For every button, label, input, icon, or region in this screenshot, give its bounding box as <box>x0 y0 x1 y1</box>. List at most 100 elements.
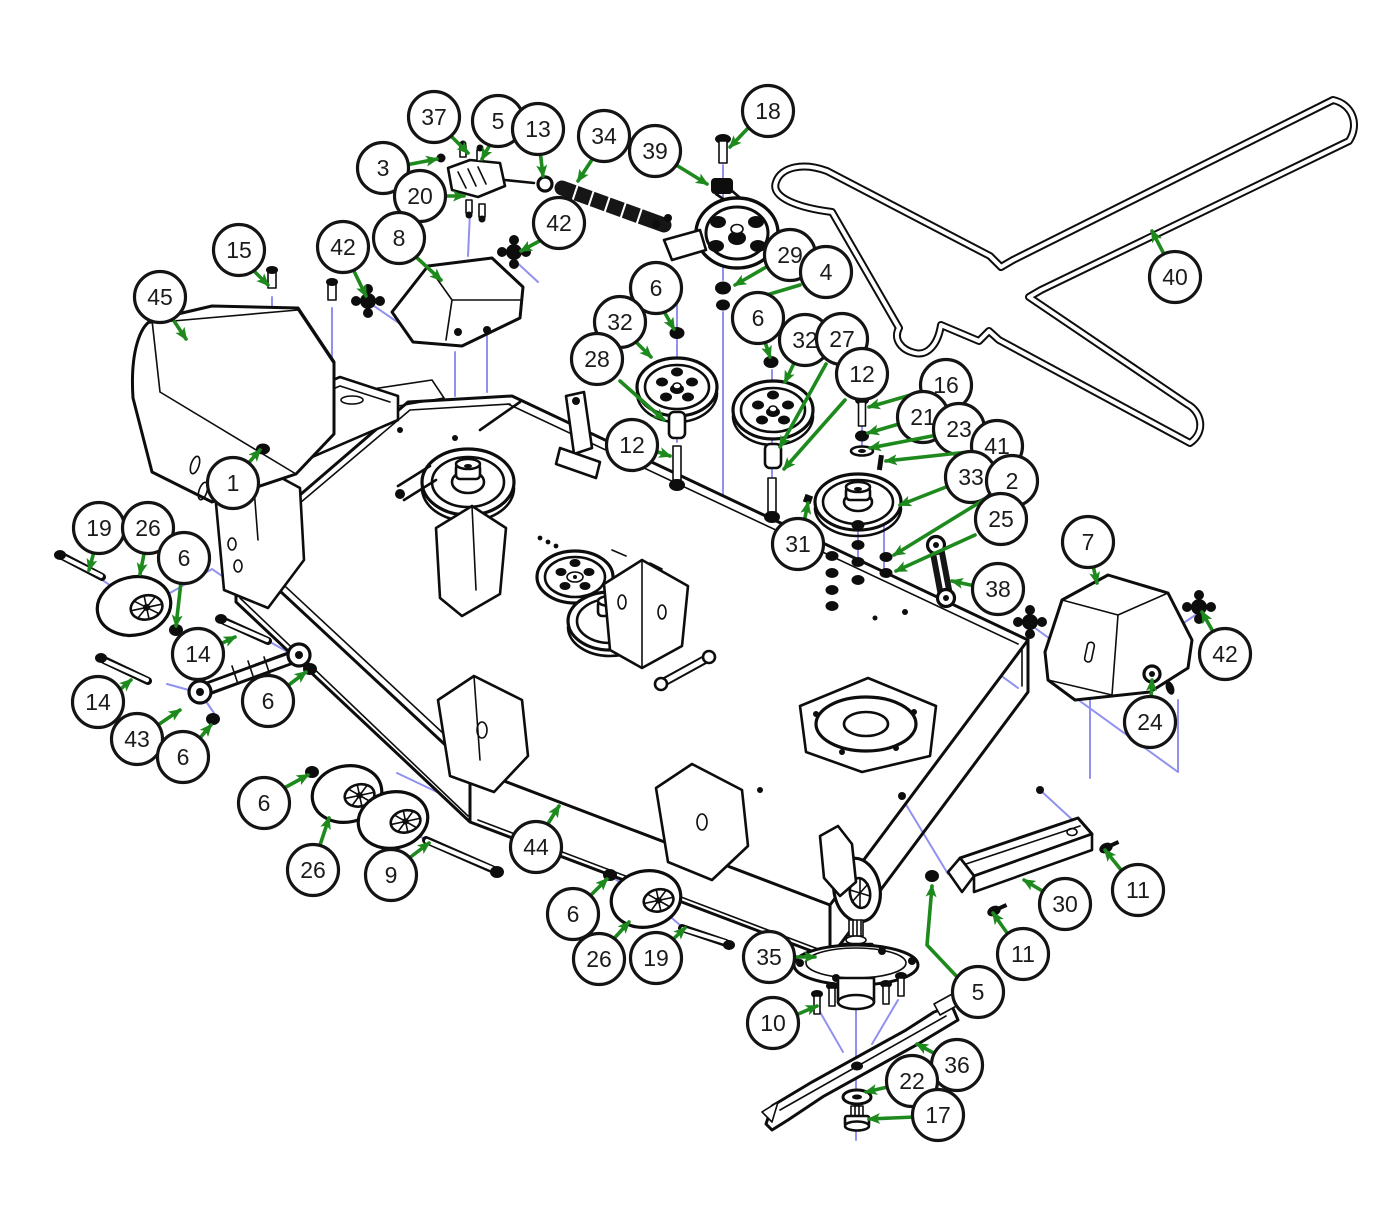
svg-text:43: 43 <box>124 726 150 752</box>
callout-8[interactable]: 8 <box>371 210 427 266</box>
svg-text:17: 17 <box>925 1102 951 1128</box>
callout-35[interactable]: 35 <box>741 929 797 985</box>
svg-text:14: 14 <box>85 689 111 715</box>
leader-arrow-17 <box>867 1113 917 1125</box>
svg-text:30: 30 <box>1052 891 1078 917</box>
callout-5[interactable]: 5 <box>470 93 526 149</box>
nut-5-rear <box>925 870 939 882</box>
callout-6[interactable]: 6 <box>156 530 212 586</box>
small-link-rod <box>653 649 717 692</box>
callout-19[interactable]: 19 <box>628 930 684 986</box>
leader-arrow-18 <box>728 124 752 149</box>
callout-14[interactable]: 14 <box>170 626 226 682</box>
callout-13[interactable]: 13 <box>510 101 566 157</box>
link-bolt-14-lower <box>95 653 152 685</box>
wing-nut-42-mid <box>497 235 531 269</box>
axle-bolt-19-bottom <box>678 924 735 950</box>
leader-arrow-38 <box>950 577 977 589</box>
leader-arrow-23 <box>868 434 934 452</box>
callout-6[interactable]: 6 <box>155 729 211 785</box>
callout-30[interactable]: 30 <box>1037 876 1093 932</box>
svg-text:14: 14 <box>185 641 211 667</box>
svg-text:26: 26 <box>300 857 326 883</box>
callout-12[interactable]: 12 <box>834 346 890 402</box>
svg-text:13: 13 <box>525 116 551 142</box>
svg-text:2: 2 <box>1006 468 1019 494</box>
svg-text:21: 21 <box>910 404 936 430</box>
belt-cover <box>390 256 525 348</box>
callout-34[interactable]: 34 <box>576 108 632 164</box>
svg-text:22: 22 <box>899 1068 925 1094</box>
callout-3[interactable]: 3 <box>355 140 411 196</box>
svg-text:6: 6 <box>258 790 271 816</box>
callout-33[interactable]: 33 <box>943 449 999 505</box>
callout-19[interactable]: 19 <box>71 500 127 556</box>
callout-6[interactable]: 6 <box>240 673 296 729</box>
callout-26[interactable]: 26 <box>285 842 341 898</box>
svg-text:8: 8 <box>393 225 406 251</box>
callout-38[interactable]: 38 <box>970 561 1026 617</box>
idler-pulley-right <box>731 356 815 523</box>
callout-17[interactable]: 17 <box>910 1087 966 1143</box>
leader-arrow-2 <box>892 494 992 557</box>
callout-5[interactable]: 5 <box>950 964 1006 1020</box>
callout-6[interactable]: 6 <box>545 886 601 942</box>
callout-10[interactable]: 10 <box>745 995 801 1051</box>
svg-text:26: 26 <box>135 515 161 541</box>
callout-14[interactable]: 14 <box>70 674 126 730</box>
callout-11[interactable]: 11 <box>1110 862 1166 918</box>
callout-15[interactable]: 15 <box>211 222 267 278</box>
svg-text:42: 42 <box>330 234 356 260</box>
callout-7[interactable]: 7 <box>1060 514 1116 570</box>
callout-1[interactable]: 1 <box>205 455 261 511</box>
callout-42[interactable]: 42 <box>315 219 371 275</box>
callout-42[interactable]: 42 <box>531 195 587 251</box>
callout-20[interactable]: 20 <box>392 168 448 224</box>
svg-text:16: 16 <box>933 372 959 398</box>
leader-arrow-3 <box>404 155 439 167</box>
svg-text:38: 38 <box>985 576 1011 602</box>
svg-text:44: 44 <box>523 834 549 860</box>
svg-text:33: 33 <box>958 464 984 490</box>
callout-31[interactable]: 31 <box>770 516 826 572</box>
wing-nut-42-left <box>351 284 385 318</box>
callout-9[interactable]: 9 <box>363 847 419 903</box>
callout-4[interactable]: 4 <box>798 244 854 300</box>
callout-40[interactable]: 40 <box>1147 249 1203 305</box>
callout-37[interactable]: 37 <box>406 89 462 145</box>
callout-26[interactable]: 26 <box>120 500 176 556</box>
callout-6[interactable]: 6 <box>628 260 684 316</box>
gauge-wheel-left <box>95 575 173 637</box>
svg-text:1: 1 <box>227 470 240 496</box>
callout-36[interactable]: 36 <box>929 1037 985 1093</box>
svg-text:41: 41 <box>984 433 1010 459</box>
svg-text:18: 18 <box>755 98 781 124</box>
callout-43[interactable]: 43 <box>109 711 165 767</box>
callout-12[interactable]: 12 <box>604 417 660 473</box>
callout-6[interactable]: 6 <box>236 775 292 831</box>
callout-28[interactable]: 28 <box>569 331 625 387</box>
callout-44[interactable]: 44 <box>508 819 564 875</box>
svg-text:27: 27 <box>829 326 855 352</box>
callout-24[interactable]: 24 <box>1122 694 1178 750</box>
svg-text:10: 10 <box>760 1010 786 1036</box>
svg-text:6: 6 <box>567 901 580 927</box>
blade-washer-22 <box>841 1088 873 1106</box>
callout-45[interactable]: 45 <box>132 269 188 325</box>
extension-spring <box>554 180 672 233</box>
callout-18[interactable]: 18 <box>740 83 796 139</box>
callout-39[interactable]: 39 <box>627 123 683 179</box>
svg-text:19: 19 <box>86 515 112 541</box>
svg-text:6: 6 <box>650 275 663 301</box>
svg-text:11: 11 <box>1126 877 1150 903</box>
callout-11[interactable]: 11 <box>995 926 1051 982</box>
wing-nut-42-cover-right <box>1182 590 1216 624</box>
svg-text:7: 7 <box>1082 529 1095 555</box>
leader-arrow-42 <box>350 265 368 298</box>
svg-text:5: 5 <box>972 979 985 1005</box>
callout-42[interactable]: 42 <box>1197 626 1253 682</box>
callout-26[interactable]: 26 <box>571 931 627 987</box>
callout-6[interactable]: 6 <box>730 290 786 346</box>
callout-25[interactable]: 25 <box>973 491 1029 547</box>
